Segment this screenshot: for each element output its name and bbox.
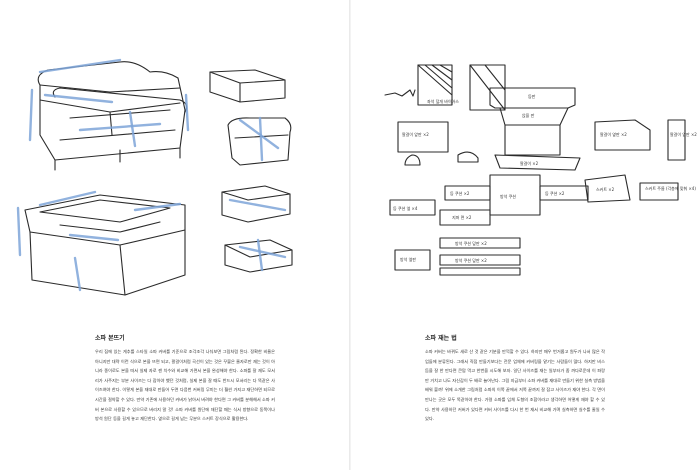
pattern-pieces: 좌석 덮개 바이어스 등판 앉을 판 팔걸이 앞판 ×2 팔걸이 옆판 ×2 팔… — [384, 64, 697, 276]
label-front-left: 등 쿠션 ×2 — [450, 190, 470, 196]
label-arm-front: 팔걸이 앞판 ×2 — [670, 131, 697, 137]
label-skirt-left: 스커트 ×2 — [596, 186, 615, 192]
sofa-sketches-left — [16, 58, 293, 296]
right-heading: 소파 재는 법 — [425, 335, 457, 342]
label-cushion-top1: 방석 쿠션 덮판 ×2 — [455, 240, 487, 246]
label-arm-small: 팔걸이 ×2 — [520, 160, 539, 166]
label-front-right: 등 쿠션 ×2 — [545, 190, 565, 196]
label-arm-left: 팔걸이 앞판 ×2 — [402, 131, 429, 137]
sofa-drawing — [28, 58, 190, 171]
label-seat: 앉을 판 — [522, 112, 535, 118]
right-text-column: 소파 재는 법 소파 커버는 바뀌도 새로 산 것 같은 기분을 만끽할 수 있… — [425, 333, 605, 424]
sofa-frame-drawing — [16, 190, 186, 296]
right-body: 소파 커버는 바뀌도 새로 산 것 같은 기분을 만끽할 수 있다. 하지만 매… — [425, 349, 605, 422]
cushion-drawings — [209, 69, 293, 273]
label-side: 등 쿠션 옆 ×4 — [393, 205, 418, 211]
label-cushion-side: 방석 옆판 — [400, 256, 416, 262]
label-back: 등판 — [528, 93, 536, 99]
left-heading: 소파 본뜨기 — [95, 335, 125, 342]
label-top-small: 좌석 덮개 바이어스 — [427, 98, 459, 104]
label-seat-band: 지퍼 면 ×2 — [452, 214, 472, 220]
label-skirt-right: 스커트 주름 (각층에 맞춰 ×4) — [645, 185, 696, 191]
label-cushion-top2: 방석 쿠션 덮판 ×2 — [455, 257, 487, 263]
page-gutter — [349, 0, 351, 470]
left-body: 우리 집에 있는 게추를 스타일 소파 커버를 기준으로 조각조각 나눠보면 그… — [95, 349, 275, 422]
pattern-diagram-right: 좌석 덮개 바이어스 등판 앉을 판 팔걸이 앞판 ×2 팔걸이 옆판 ×2 팔… — [384, 64, 697, 276]
label-arm-right: 팔걸이 옆판 ×2 — [600, 131, 627, 137]
label-cushion: 방석 쿠션 — [500, 193, 516, 199]
left-text-column: 소파 본뜨기 우리 집에 있는 게추를 스타일 소파 커버를 기준으로 조각조각… — [95, 333, 275, 424]
